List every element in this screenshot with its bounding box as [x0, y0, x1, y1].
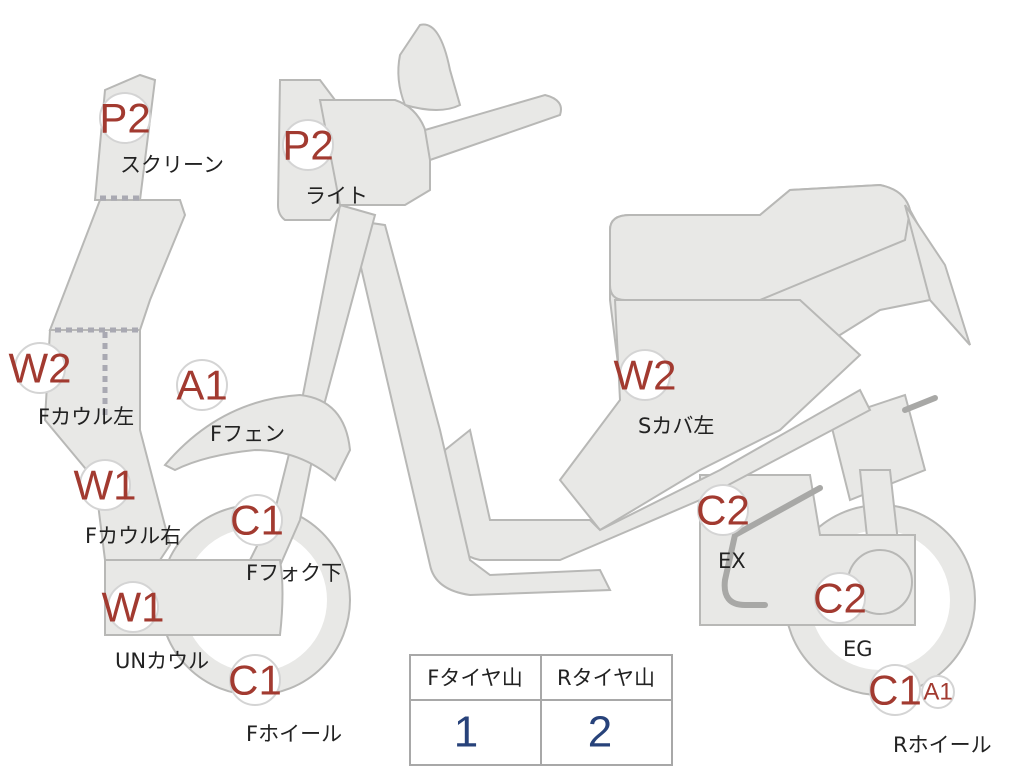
part-label: Fカウル右: [85, 524, 181, 548]
part-label: ライト: [305, 184, 368, 208]
rear-shock-rod: [902, 395, 938, 413]
tire-tread-table: Fタイヤ山 Rタイヤ山 1 2: [409, 654, 673, 766]
part-label: EG: [843, 637, 873, 661]
badge-code: C1: [868, 667, 922, 714]
badge-code: W1: [74, 462, 137, 509]
table-header-front: Fタイヤ山: [427, 666, 522, 690]
badge-code: W1: [102, 584, 165, 631]
badge-code: W2: [614, 352, 677, 399]
part-label: Fカウル左: [38, 405, 134, 429]
badge-exhaust[interactable]: C2: [696, 484, 750, 536]
badge-code: C2: [696, 487, 750, 534]
badge-s-cover-left[interactable]: W2: [614, 349, 677, 401]
part-label: Rホイール: [893, 733, 992, 757]
table-value-front: 1: [454, 708, 478, 757]
scooter-illustration: [43, 23, 976, 696]
part-label: Fフォク下: [246, 561, 342, 585]
badge-code: P2: [282, 122, 333, 169]
badge-screen[interactable]: P2: [99, 92, 151, 144]
badge-light[interactable]: P2: [282, 119, 334, 171]
table-value-rear: 2: [588, 708, 612, 757]
badge-code: A1: [176, 362, 227, 409]
part-label: Sカバ左: [638, 414, 714, 438]
badge-f-cowl-right[interactable]: W1: [74, 459, 137, 511]
tail-shape: [904, 204, 971, 346]
badge-code: P2: [99, 95, 150, 142]
part-label: Fホイール: [246, 722, 342, 746]
badge-code: C1: [230, 497, 284, 544]
part-label: スクリーン: [120, 153, 224, 177]
badge-engine[interactable]: C2: [813, 572, 867, 624]
badge-r-wheel-extra[interactable]: A1: [921, 675, 955, 709]
badge-f-cowl-left[interactable]: W2: [9, 342, 72, 394]
badge-code: C1: [228, 657, 282, 704]
badge-f-fender[interactable]: A1: [176, 359, 228, 411]
seat-shape: [609, 183, 912, 301]
part-label: Fフェン: [210, 422, 285, 446]
handle-cover-shape: [318, 99, 431, 206]
part-label: UNカウル: [115, 649, 209, 673]
mirror-shape: [397, 23, 462, 111]
rear-shock-shape: [828, 393, 927, 502]
f-cowl-upper-shape: [48, 199, 187, 331]
badge-f-wheel[interactable]: C1: [228, 654, 282, 706]
table-header-rear: Rタイヤ山: [557, 666, 655, 690]
badge-code: A1: [923, 679, 952, 706]
cowl-divider-lines: [55, 195, 140, 420]
down-tube-shape: [348, 218, 612, 597]
badge-f-fork-lower[interactable]: C1: [230, 494, 284, 546]
handlebar-shape: [423, 93, 562, 162]
part-label: EX: [718, 549, 746, 573]
badge-code: W2: [9, 345, 72, 392]
badge-r-wheel[interactable]: C1: [868, 664, 922, 716]
front-fender-shape: [163, 393, 352, 482]
badge-un-cowl[interactable]: W1: [102, 581, 165, 633]
badge-code: C2: [813, 575, 867, 622]
exhaust-pipe-shape: [721, 485, 823, 608]
